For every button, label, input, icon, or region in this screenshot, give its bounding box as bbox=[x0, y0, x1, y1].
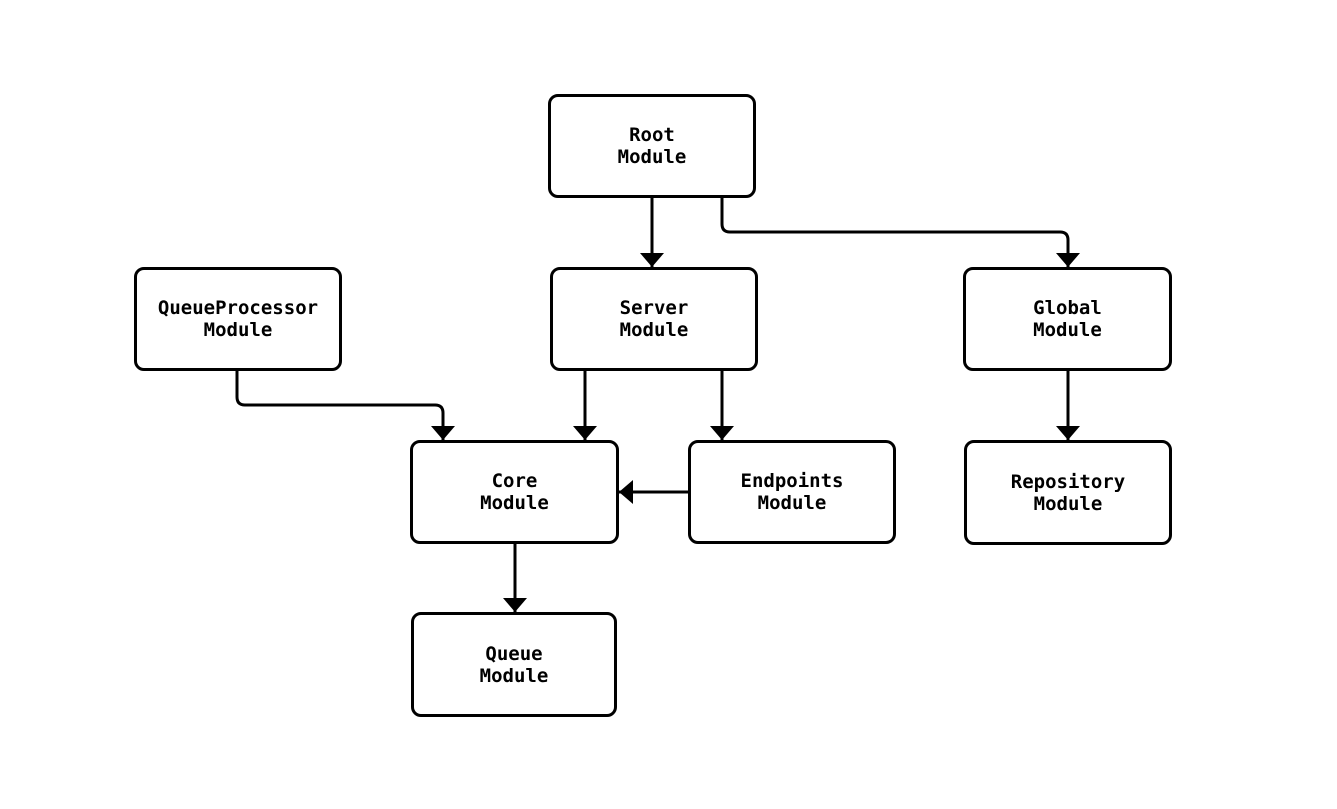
node-root-module: Root Module bbox=[548, 94, 756, 198]
node-endpoints-module: Endpoints Module bbox=[688, 440, 896, 544]
node-label-root: Root Module bbox=[617, 124, 687, 168]
node-core-module: Core Module bbox=[410, 440, 619, 544]
node-server-module: Server Module bbox=[550, 267, 758, 371]
edges-group bbox=[235, 198, 1080, 612]
edge-root-to-global bbox=[720, 198, 1080, 267]
node-label-server: Server Module bbox=[619, 297, 689, 341]
node-queue-module: Queue Module bbox=[411, 612, 617, 717]
node-label-core: Core Module bbox=[480, 470, 549, 514]
edge-queueprocessor-to-core bbox=[235, 371, 455, 440]
node-label-repository: Repository Module bbox=[1010, 470, 1126, 515]
node-repository-module: Repository Module bbox=[964, 440, 1172, 545]
node-label-queueprocessor: QueueProcessor Module bbox=[157, 297, 319, 341]
node-label-queue: Queue Module bbox=[479, 642, 549, 687]
node-label-endpoints: Endpoints Module bbox=[740, 470, 844, 514]
node-global-module: Global Module bbox=[963, 267, 1172, 371]
node-queueprocessor-module: QueueProcessor Module bbox=[134, 267, 342, 371]
node-label-global: Global Module bbox=[1033, 297, 1102, 341]
